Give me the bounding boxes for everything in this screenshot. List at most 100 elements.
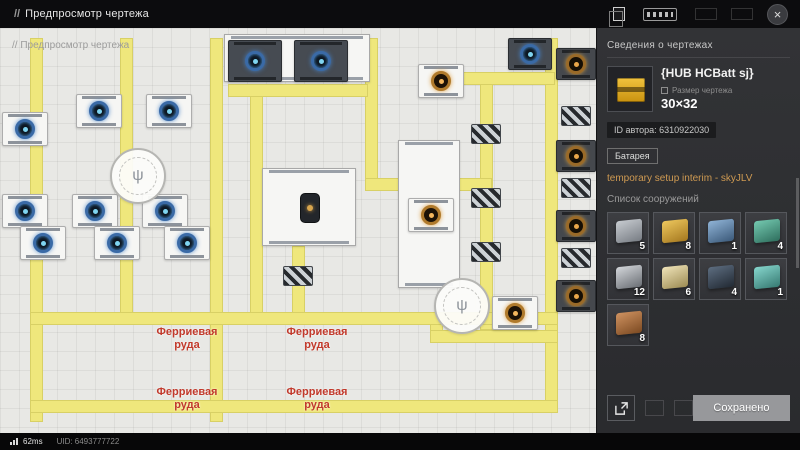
machine-blue	[76, 94, 122, 128]
export-blueprint-button[interactable]	[607, 395, 636, 421]
size-value: 30×32	[661, 96, 698, 111]
ghost-action-icon	[674, 400, 693, 416]
structure-item-count: 1	[777, 287, 783, 298]
ghost-slot	[695, 8, 717, 20]
structure-item[interactable]: 12	[607, 258, 649, 300]
structure-item-icon	[616, 310, 642, 336]
belt-connector	[561, 178, 591, 198]
structure-item-icon	[708, 218, 734, 244]
structure-frame	[262, 168, 356, 246]
structure-item[interactable]: 1	[745, 258, 787, 300]
machine-darkamber	[556, 140, 596, 172]
structure-item-count: 8	[685, 241, 691, 252]
ghost-slot	[731, 8, 753, 20]
machine-core	[421, 205, 441, 225]
machine-blue	[2, 194, 48, 228]
beacon-tower: ψ	[434, 278, 490, 334]
size-icon	[661, 87, 668, 94]
conveyor-belt	[430, 330, 558, 343]
canvas-watermark: // Предпросмотр чертежа	[12, 40, 130, 51]
structure-item-count: 12	[633, 287, 645, 298]
uid-value: UID: 6493777722	[56, 437, 120, 446]
size-row: Размер чертежа	[661, 86, 754, 95]
beacon-tower: ψ	[110, 148, 166, 204]
machine-darkamber	[556, 48, 596, 80]
machine-core	[505, 303, 525, 323]
panel-title: Сведения о чертежах	[607, 40, 713, 51]
structure-item-icon	[708, 264, 734, 290]
structure-item[interactable]: 5	[607, 212, 649, 254]
machine-core	[155, 201, 175, 221]
structure-item-icon	[616, 264, 642, 290]
structure-item-icon	[662, 218, 688, 244]
machine-core	[245, 51, 265, 71]
resource-meter-icon[interactable]	[643, 7, 677, 21]
blueprint-thumbnail	[607, 66, 653, 112]
machine-core	[177, 233, 197, 253]
saved-button[interactable]: Сохранено	[692, 395, 791, 421]
panel-scrollbar[interactable]	[796, 178, 799, 268]
divider	[607, 57, 790, 58]
author-id-badge: ID автора: 6310922030	[607, 122, 717, 138]
machine-core	[159, 101, 179, 121]
blueprint-card: {HUB HCBatt sj} Размер чертежа 30×32	[607, 66, 790, 112]
machine-core	[520, 44, 540, 64]
structure-item-icon	[754, 218, 780, 244]
machine-core	[311, 51, 331, 71]
blueprint-name: {HUB HCBatt sj}	[661, 66, 754, 80]
belt-connector	[283, 266, 313, 286]
structure-item[interactable]: 4	[745, 212, 787, 254]
structure-item[interactable]: 6	[653, 258, 695, 300]
ore-label-line2: руда	[174, 399, 200, 411]
machine-core	[566, 146, 586, 166]
belt-connector	[561, 248, 591, 268]
ping-value: 62ms	[23, 437, 43, 446]
ore-label-line1: Ферриевая	[156, 386, 218, 398]
machine-blue	[2, 112, 48, 146]
machine-core	[89, 101, 109, 121]
machine-core	[566, 216, 586, 236]
beacon-antenna-icon: ψ	[443, 287, 481, 325]
machine-amber	[418, 64, 464, 98]
structure-item[interactable]: 8	[653, 212, 695, 254]
ore-label-line2: руда	[304, 339, 330, 351]
page-title: Предпросмотр чертежа	[25, 8, 149, 20]
export-icon	[614, 401, 628, 415]
belt-connector	[561, 106, 591, 126]
machine-core	[15, 119, 35, 139]
structure-item[interactable]: 4	[699, 258, 741, 300]
belt-connector	[471, 124, 501, 144]
machine-core	[33, 233, 53, 253]
category-tag[interactable]: Батарея	[607, 148, 658, 164]
machine-darkblue	[294, 40, 348, 82]
ore-label-line1: Ферриевая	[286, 326, 348, 338]
machine-blue	[146, 94, 192, 128]
structure-item[interactable]: 1	[699, 212, 741, 254]
structure-item-count: 6	[685, 287, 691, 298]
ghost-action-icon	[645, 400, 664, 416]
structure-item-count: 5	[639, 241, 645, 252]
close-button[interactable]: ×	[767, 3, 788, 25]
blueprint-pages-icon[interactable]	[609, 7, 625, 27]
structure-item-count: 1	[731, 241, 737, 252]
machine-core	[431, 71, 451, 91]
ore-label-line2: руда	[174, 339, 200, 351]
blueprint-subtitle: temporary setup interim - skyJLV	[607, 173, 753, 184]
conveyor-belt	[30, 312, 558, 325]
machine-blue	[164, 226, 210, 260]
signal-icon	[10, 438, 19, 445]
machine-darkblue	[228, 40, 282, 82]
machine-core	[566, 286, 586, 306]
conveyor-belt	[250, 84, 263, 325]
blueprint-meta: {HUB HCBatt sj} Размер чертежа 30×32	[661, 66, 754, 112]
structure-item[interactable]: 8	[607, 304, 649, 346]
ore-label-line2: руда	[304, 399, 330, 411]
conveyor-belt	[450, 72, 555, 85]
stored-item	[300, 193, 320, 223]
